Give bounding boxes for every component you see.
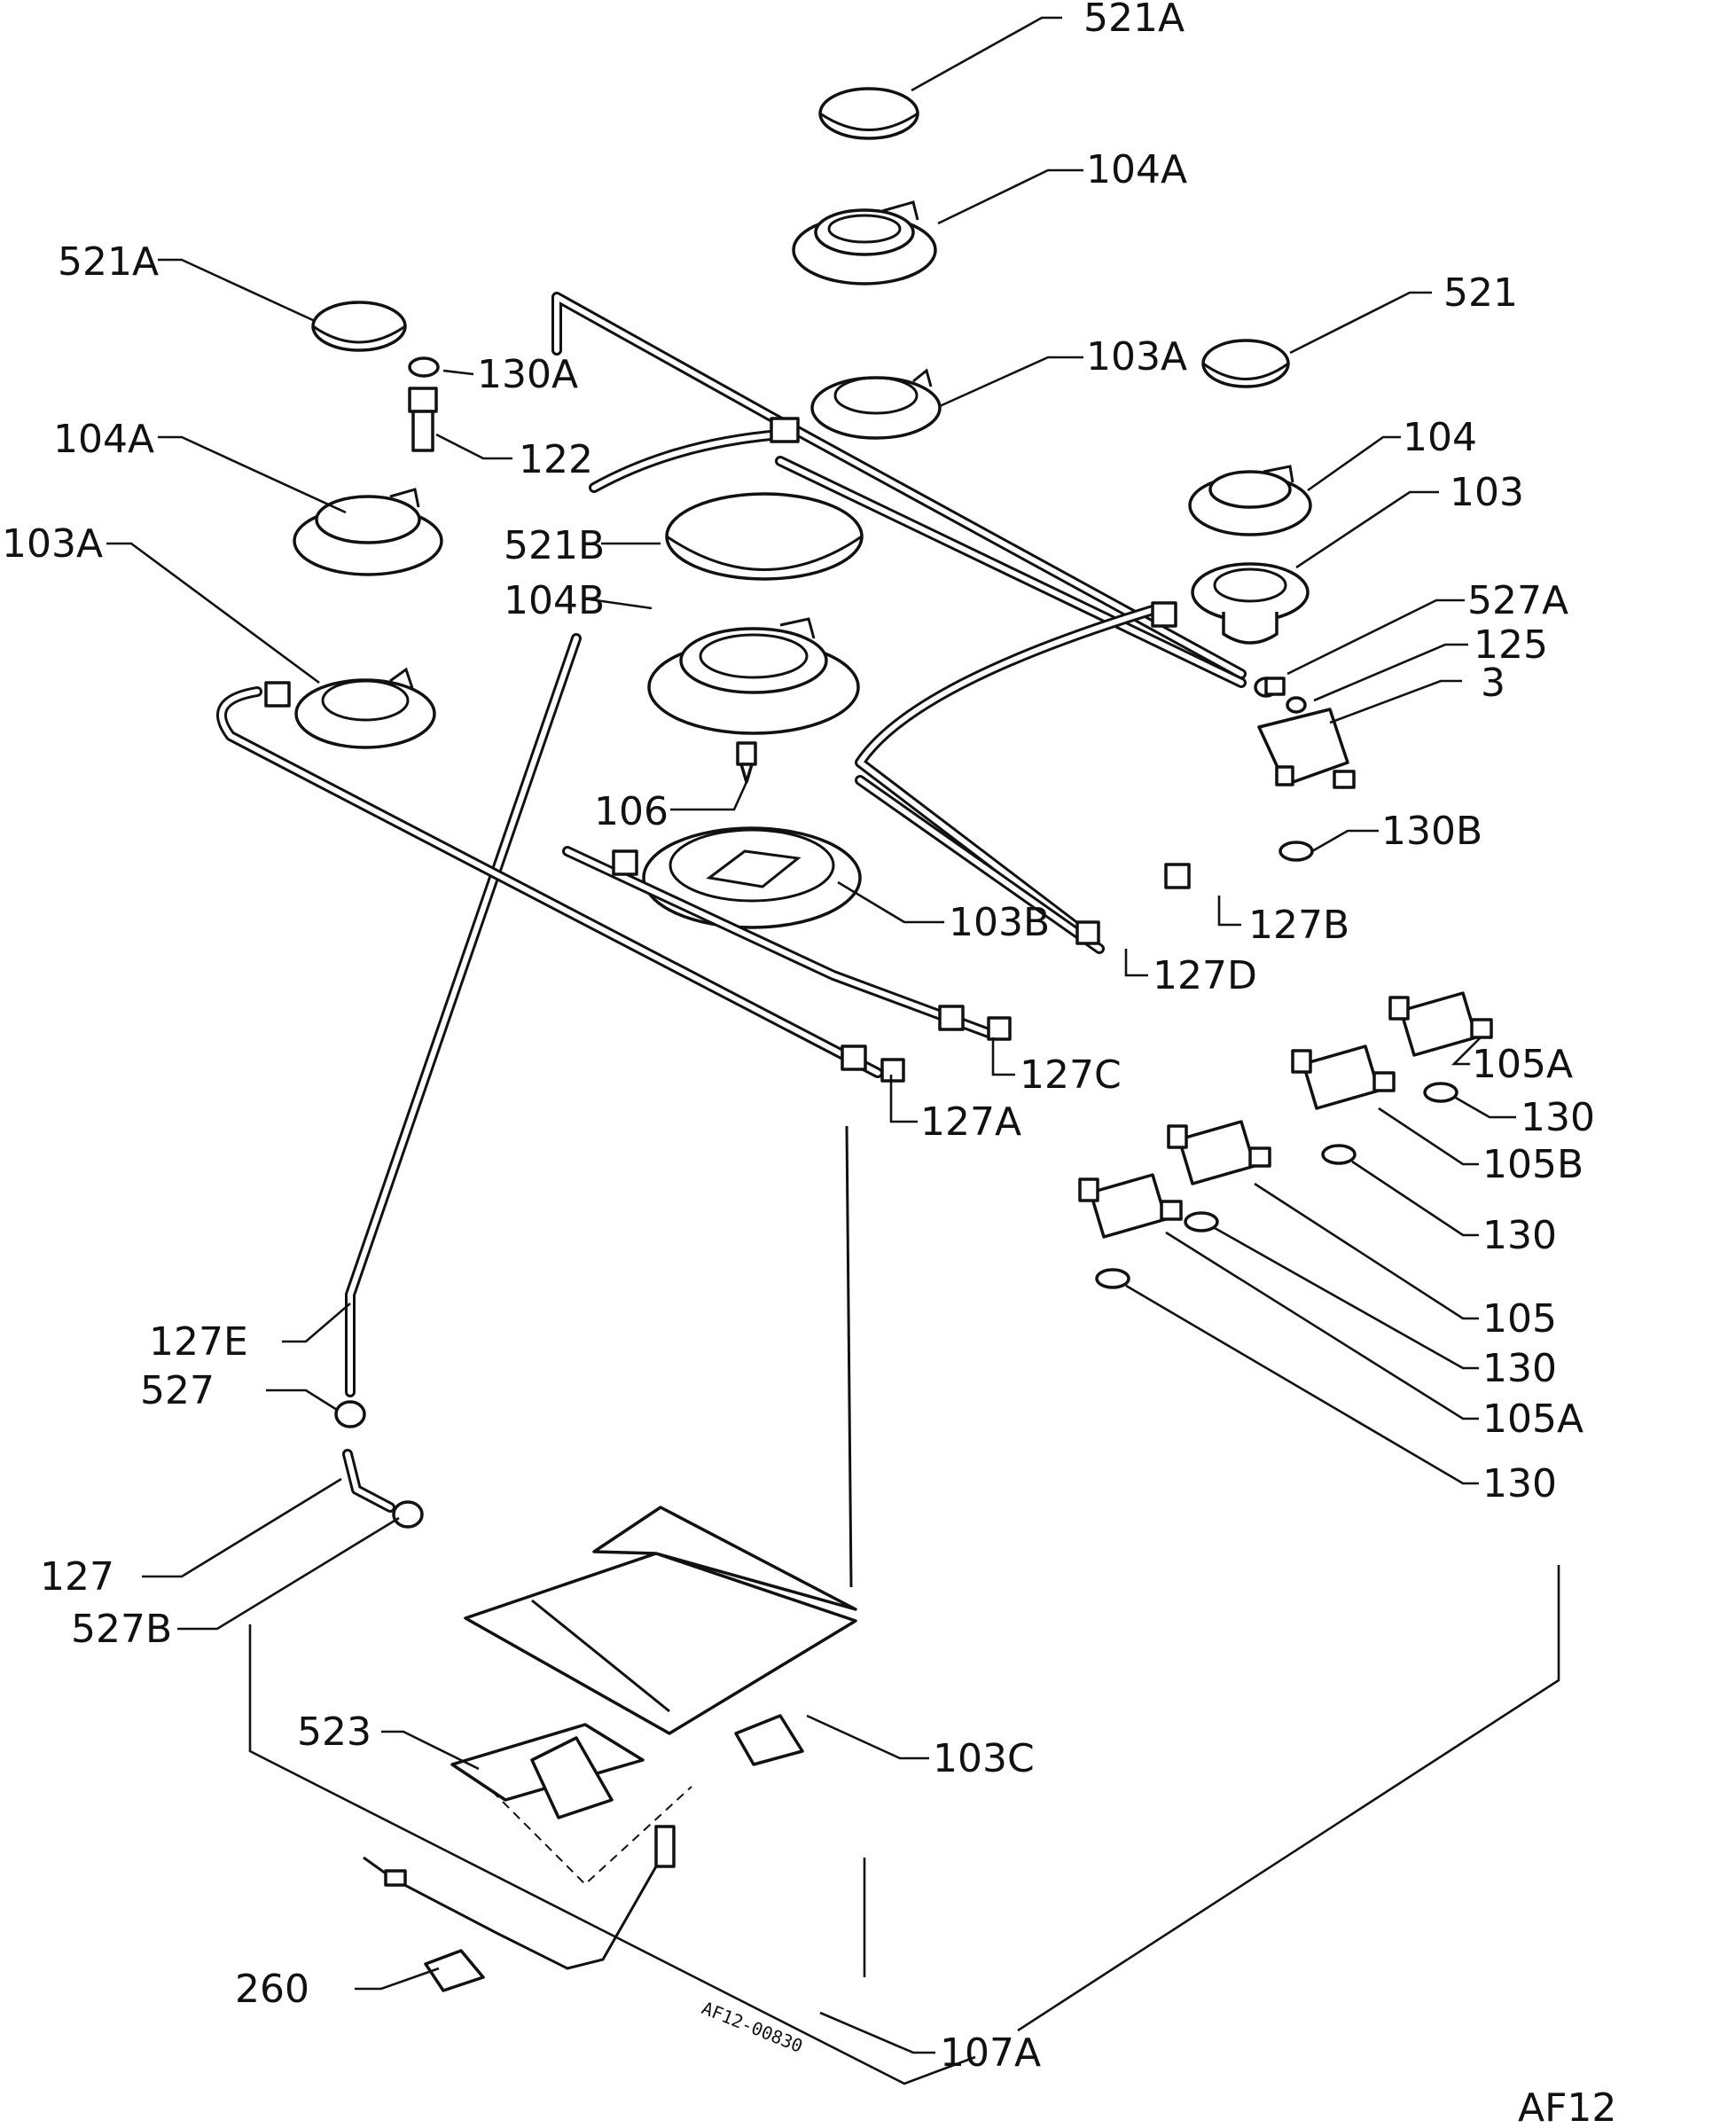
label-107a: 107A (940, 2030, 1041, 2076)
label-104: 104 (1403, 415, 1477, 460)
label-127d: 127D (1153, 953, 1257, 998)
label-130-3: 130 (1482, 1346, 1557, 1391)
label-527a: 527A (1467, 578, 1568, 623)
label-103: 103 (1450, 470, 1524, 515)
burner-crown-104b (647, 617, 860, 735)
injector-106 (736, 741, 757, 784)
label-104a-top: 104A (1086, 147, 1187, 192)
burner-cap-521b (665, 492, 864, 581)
label-130-1: 130 (1521, 1095, 1595, 1140)
gas-pipes (216, 292, 1247, 1588)
seal-130-1 (1423, 1082, 1458, 1103)
pipe-fittings (264, 417, 1286, 1083)
burner-base-103 (1191, 562, 1310, 645)
label-127a: 127A (920, 1099, 1021, 1145)
label-130b: 130B (1381, 809, 1482, 854)
label-521a-top: 521A (1083, 0, 1185, 41)
label-103a-left: 103A (2, 521, 103, 567)
burner-crown-104a-left (293, 488, 443, 576)
label-106: 106 (594, 789, 669, 834)
label-103b: 103B (949, 900, 1050, 945)
label-527: 527 (140, 1368, 215, 1413)
burner-base-103b (642, 826, 862, 929)
label-3: 3 (1481, 661, 1505, 706)
nut-527 (334, 1400, 366, 1428)
label-130a: 130A (477, 352, 578, 397)
label-127b: 127B (1248, 903, 1349, 948)
gas-tap-105 (1167, 1120, 1271, 1185)
bracket-523 (450, 1723, 692, 1886)
seal-130-3 (1184, 1211, 1219, 1232)
label-105a-top: 105A (1472, 1042, 1573, 1087)
label-130-2: 130 (1482, 1213, 1557, 1258)
label-521a-left: 521A (58, 239, 159, 285)
thermocouple-260 (363, 1825, 676, 1992)
label-103a-middle: 103A (1086, 334, 1187, 379)
label-521: 521 (1443, 270, 1518, 316)
part-labels: 521A 104A 521A 521 103A 130A 104A 122 10… (2, 0, 1616, 2128)
seal-130-2 (1321, 1144, 1357, 1165)
gas-tap-105a-bottom (1078, 1173, 1183, 1239)
burner-cap-521a-left (311, 301, 407, 352)
label-104a-left: 104A (53, 417, 154, 462)
burner-cap-521 (1201, 339, 1290, 388)
label-127: 127 (40, 1554, 114, 1600)
label-105b: 105B (1482, 1142, 1584, 1187)
label-122: 122 (519, 437, 593, 482)
label-521b: 521B (504, 523, 605, 568)
label-125: 125 (1474, 622, 1548, 668)
gas-tap-105b (1291, 1044, 1396, 1110)
nut-527b (392, 1500, 424, 1529)
label-127c: 127C (1020, 1052, 1122, 1098)
burner-crown-104 (1188, 465, 1312, 536)
burner-base-103a-middle (810, 368, 942, 440)
gas-tap-105a-top (1388, 991, 1493, 1057)
sheet-id: AF12 (1518, 2085, 1616, 2128)
burner-base-103a-left (294, 667, 436, 749)
oven-burner-103c (464, 1506, 857, 1766)
label-523: 523 (297, 1709, 371, 1755)
label-527b: 527B (71, 1607, 172, 1652)
injector-122 (408, 356, 440, 452)
seal-130-4 (1095, 1268, 1130, 1289)
burner-cap-521a-top (818, 87, 919, 140)
assembly-frame-lines (248, 1565, 1560, 2085)
label-130-4: 130 (1482, 1461, 1557, 1506)
label-104b: 104B (504, 578, 605, 623)
label-105: 105 (1482, 1296, 1557, 1342)
leader-lines (106, 16, 1516, 2054)
seal-130b (1279, 841, 1314, 862)
label-127e: 127E (149, 1319, 248, 1365)
burner-crown-104a-top (792, 200, 937, 286)
label-105a-bottom: 105A (1482, 1396, 1584, 1442)
label-103c: 103C (933, 1736, 1035, 1781)
label-260: 260 (235, 1967, 309, 2012)
